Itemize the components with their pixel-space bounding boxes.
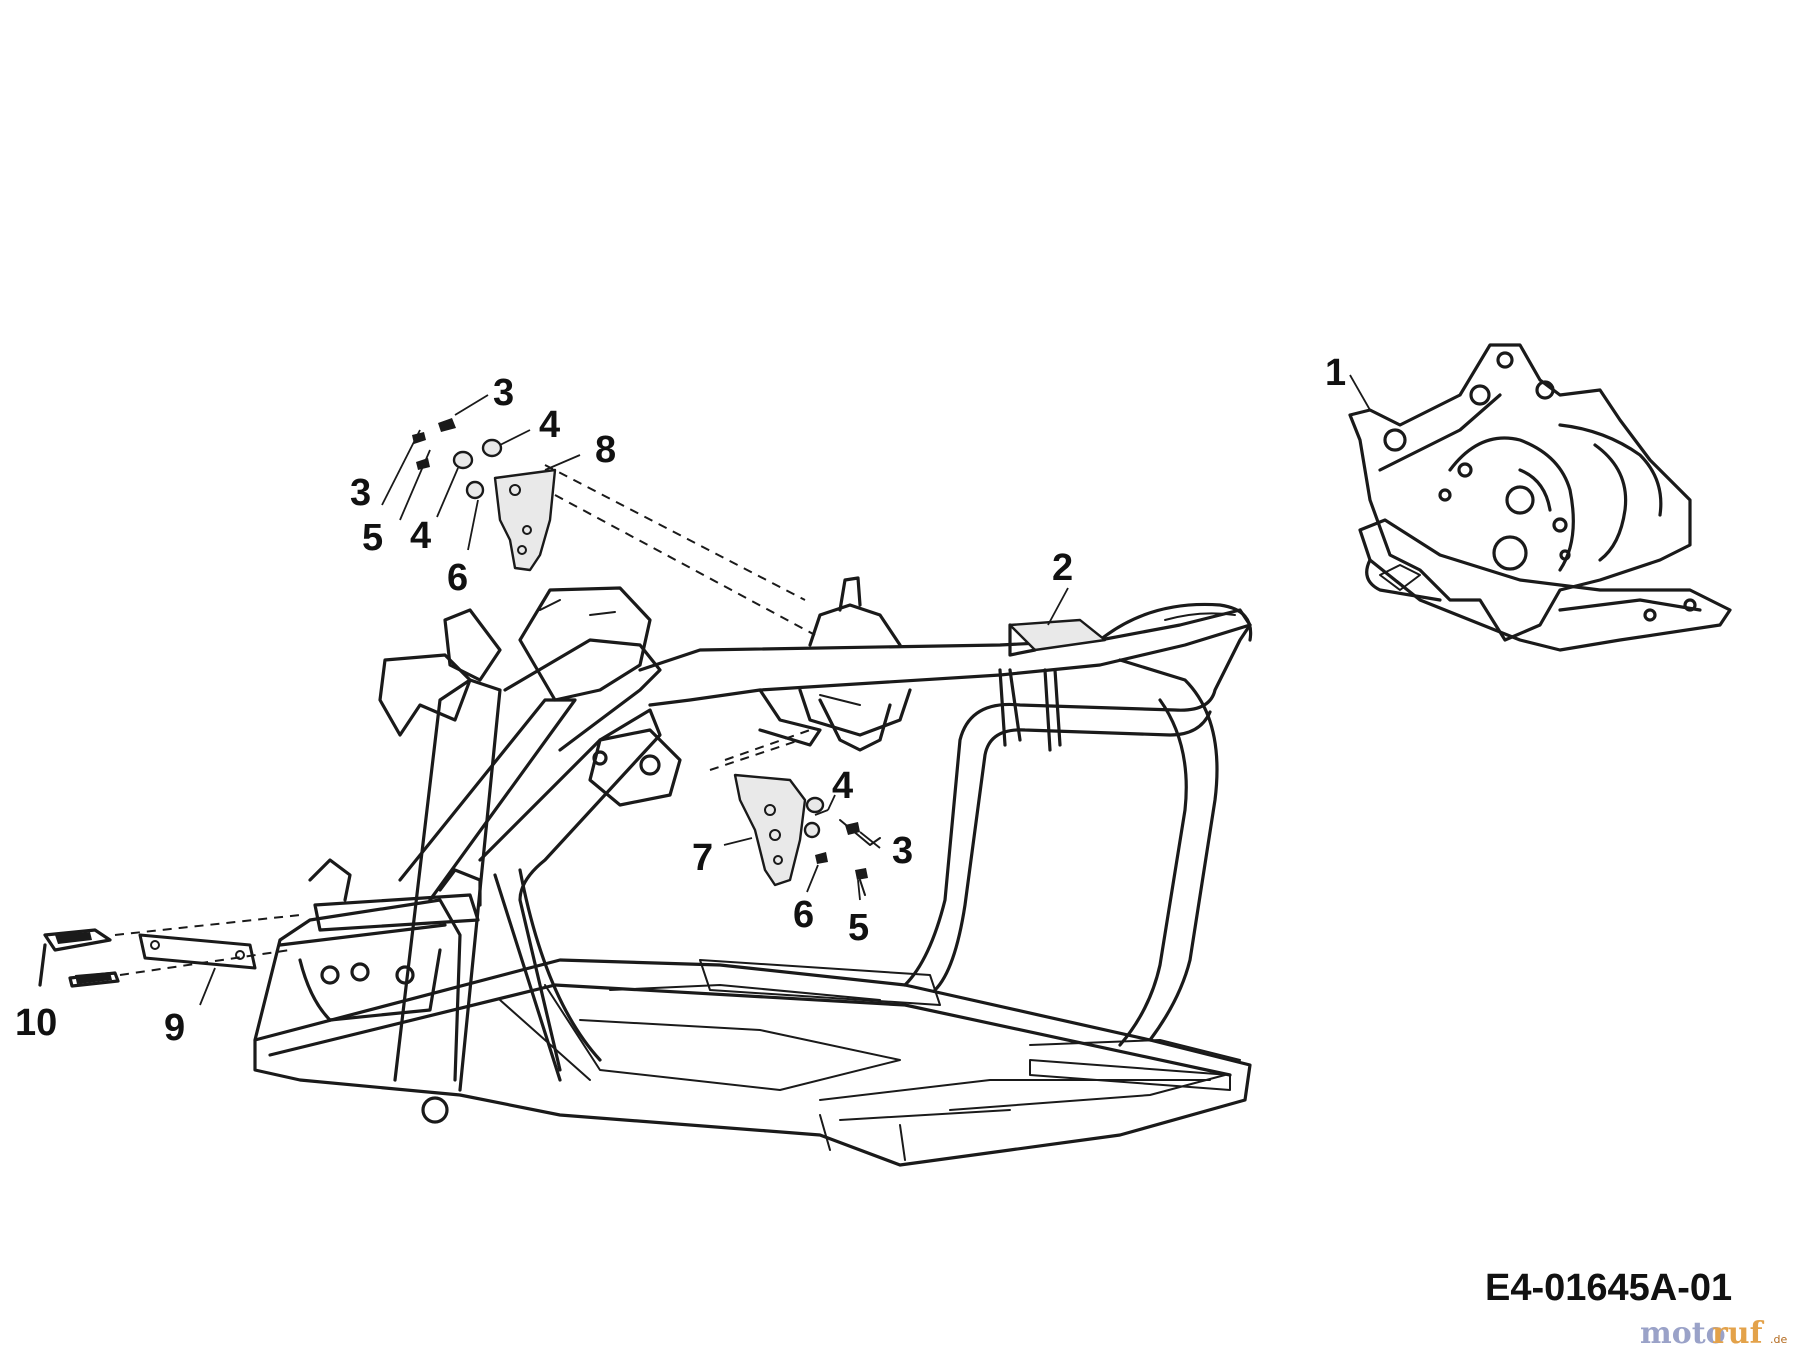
callout-6-lower: 6	[793, 894, 814, 936]
part-9-10-hardware	[38, 928, 257, 988]
diagram-reference-code: E4-01645A-01	[1485, 1267, 1732, 1309]
callout-3-lower: 3	[892, 830, 913, 872]
watermark-part-3: .de	[1770, 1333, 1787, 1346]
callout-1: 1	[1325, 352, 1346, 394]
callout-3-left: 3	[350, 472, 371, 514]
callout-2: 2	[1052, 547, 1073, 589]
part-8-bracket	[412, 418, 557, 572]
watermark: moto ruf .de	[1640, 1316, 1787, 1351]
callouts: 1 2 3 3 3 4 4 4 5 5 6 6 7 8 9 10	[15, 352, 1346, 1049]
assembly-lines	[114, 464, 816, 976]
callout-5-left: 5	[362, 517, 383, 559]
callout-4-lower: 4	[832, 765, 853, 807]
leader-lines	[199, 374, 1371, 1006]
callout-9: 9	[164, 1007, 185, 1049]
callout-4-left: 4	[410, 515, 431, 557]
main-frame	[253, 576, 1253, 1167]
callout-7: 7	[692, 837, 713, 879]
part-7-bracket	[733, 773, 881, 896]
callout-10: 10	[15, 1002, 57, 1044]
callout-3-top: 3	[493, 372, 514, 414]
watermark-part-2: ruf	[1712, 1316, 1765, 1351]
part-1-bracket	[1348, 343, 1732, 652]
callout-8: 8	[595, 429, 616, 471]
watermark-part-1: moto	[1640, 1316, 1726, 1351]
callout-4-top: 4	[539, 404, 560, 446]
callout-6-top: 6	[447, 557, 468, 599]
callout-5-lower: 5	[848, 907, 869, 949]
